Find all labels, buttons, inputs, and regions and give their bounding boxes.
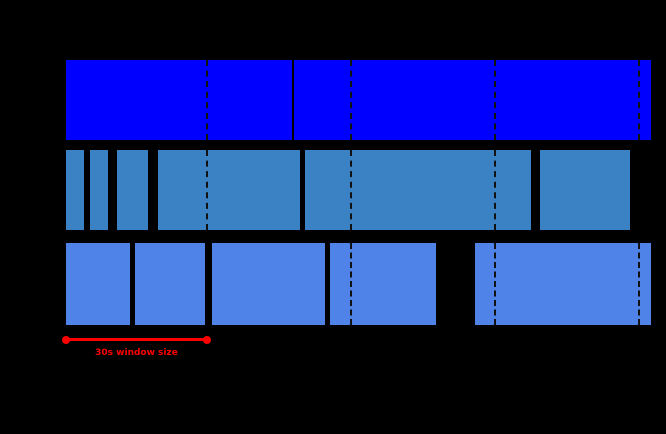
timeline-segment[interactable] [158, 150, 300, 230]
timeline-segment[interactable] [66, 150, 84, 230]
window-boundary-line [350, 150, 352, 230]
timeline-track [0, 243, 666, 325]
timeline-segment[interactable] [305, 150, 531, 230]
timeline-segment[interactable] [90, 150, 108, 230]
timeline-segment[interactable] [66, 60, 292, 140]
timeline-segment[interactable] [475, 243, 651, 325]
timeline-segment[interactable] [66, 243, 130, 325]
window-boundary-line [206, 60, 208, 140]
timeline-segment[interactable] [294, 60, 651, 140]
window-boundary-line [350, 60, 352, 140]
arrow-cap-left [62, 335, 70, 344]
window-boundary-line [206, 150, 208, 230]
window-size-arrow [66, 338, 207, 341]
timeline-track [0, 150, 666, 230]
timeline-track [0, 60, 666, 140]
arrow-cap-right [203, 335, 211, 344]
window-boundary-line [638, 60, 640, 140]
window-boundary-line [350, 243, 352, 325]
timeline-segment[interactable] [117, 150, 148, 230]
window-boundary-line [638, 243, 640, 325]
timeline-segment[interactable] [135, 243, 205, 325]
window-boundary-line [494, 150, 496, 230]
window-size-label: 30s window size [95, 348, 178, 358]
timeline-segment[interactable] [540, 150, 630, 230]
timeline-segment[interactable] [330, 243, 436, 325]
window-boundary-line [494, 60, 496, 140]
timeline-segment[interactable] [212, 243, 325, 325]
window-boundary-line [494, 243, 496, 325]
